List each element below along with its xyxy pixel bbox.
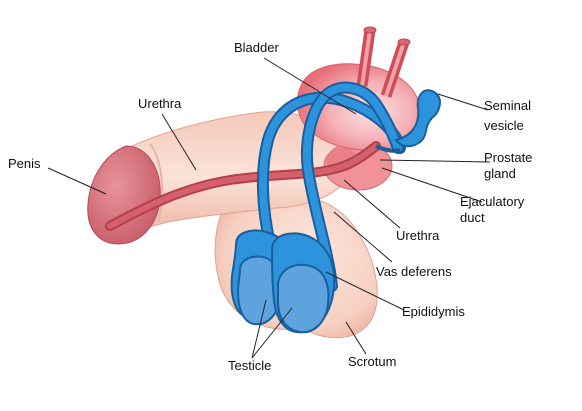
ureter-right-opening	[397, 38, 411, 46]
label-epididymis: Epididymis	[402, 304, 465, 319]
leader-urethra-top	[161, 113, 197, 171]
label-ejaculatory-line1: Ejaculatory	[460, 194, 525, 209]
penis-glans	[87, 145, 161, 245]
ejaculatory-duct-shape	[375, 144, 401, 153]
label-testicle: Testicle	[228, 358, 271, 373]
ureter-left-highlight	[360, 29, 372, 87]
label-vas-deferens: Vas deferens	[376, 264, 452, 279]
label-seminal-vesicle-line2: vesicle	[484, 118, 524, 133]
leader-vas-deferens	[333, 211, 393, 263]
leader-epididymis	[325, 271, 405, 311]
vas-deferens-right-fill	[303, 83, 402, 290]
leader-testicle-left	[251, 299, 267, 359]
label-ejaculatory-line2: duct	[460, 210, 485, 225]
testicle-right	[277, 263, 330, 334]
leader-penis	[47, 167, 107, 195]
foreskin-fold	[149, 143, 164, 223]
label-urethra-top: Urethra	[138, 96, 182, 111]
label-prostate-line2: gland	[484, 166, 516, 181]
testicle-left	[236, 255, 282, 326]
leader-testicle-right	[251, 307, 293, 359]
label-seminal-vesicle-line1: Seminal	[484, 98, 531, 113]
ureter-left-opening	[363, 26, 377, 34]
leader-seminal-vesicle	[437, 93, 489, 111]
leader-ejaculatory-duct	[381, 167, 483, 203]
label-bladder: Bladder	[234, 40, 279, 55]
ureter-right-highlight	[384, 41, 406, 97]
seminal-vesicle	[394, 89, 441, 148]
leader-bladder	[263, 57, 357, 115]
label-urethra-right: Urethra	[396, 228, 440, 243]
label-scrotum: Scrotum	[348, 354, 396, 369]
leader-scrotum	[345, 321, 367, 355]
label-penis: Penis	[8, 156, 41, 171]
leader-urethra-right	[343, 179, 401, 229]
leader-prostate	[379, 159, 491, 163]
label-prostate-line1: Prostate	[484, 150, 532, 165]
